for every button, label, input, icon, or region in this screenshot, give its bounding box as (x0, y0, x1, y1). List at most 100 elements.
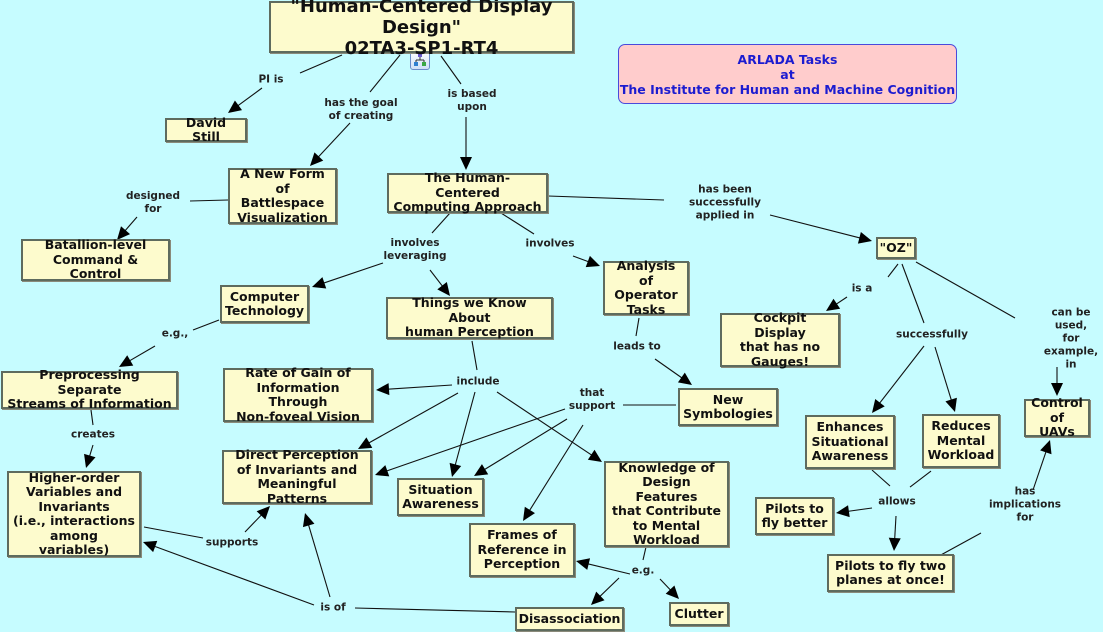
arrowhead-icon (826, 298, 841, 311)
linking-phrase-pi-is[interactable]: PI is (258, 73, 284, 86)
linking-phrase-involves-lev[interactable]: involves leveraging (383, 237, 447, 262)
concept-battlespace[interactable]: A New Form of Battlespace Visualization (228, 166, 337, 224)
connection-line (769, 214, 863, 240)
connection-line (189, 199, 229, 202)
connection-line (482, 418, 568, 472)
arrowhead-icon (474, 464, 489, 476)
arrowhead-icon (84, 453, 96, 468)
concept-oz[interactable]: "OZ" (876, 237, 916, 259)
concept-direct[interactable]: Direct Perception of Invariants and Mean… (222, 447, 372, 505)
linking-phrase-goal[interactable]: has the goal of creating (324, 97, 398, 122)
concept-higher[interactable]: Higher-order Variables and Invariants (i… (7, 470, 141, 557)
connection-line (915, 261, 1016, 319)
connection-line (454, 391, 476, 468)
linking-phrase-designed[interactable]: designed for (125, 190, 181, 215)
concept-computer[interactable]: Computer Technology (220, 285, 309, 323)
arrowhead-icon (587, 449, 602, 462)
linking-phrase-involves[interactable]: involves (525, 237, 575, 250)
banner-line-2: at (780, 66, 795, 82)
connection-line (597, 577, 620, 599)
concept-title[interactable]: "Human-Centered Display Design" 02TA3-SP… (269, 0, 574, 59)
linking-phrase-leads-to[interactable]: leads to (613, 340, 661, 353)
connection-line (642, 546, 647, 561)
arrowhead-icon (437, 282, 450, 296)
linking-phrase-allows[interactable]: allows (878, 495, 916, 508)
connection-line (871, 469, 891, 487)
banner-line-3: The Institute for Human and Machine Cogn… (619, 81, 956, 97)
arrowhead-icon (857, 231, 872, 244)
connection-line (834, 296, 848, 306)
concept-hcc[interactable]: The Human-Centered Computing Approach (387, 171, 548, 214)
connection-line (845, 507, 873, 513)
linking-phrase-that-support[interactable]: that support (568, 387, 616, 412)
connection-line (471, 340, 478, 371)
connection-line (877, 345, 925, 406)
arrowhead-icon (449, 462, 462, 477)
concept-map-resource-icon[interactable] (410, 50, 430, 70)
linking-phrase-successfully[interactable]: successfully (896, 328, 968, 341)
linking-phrase-include[interactable]: include (456, 375, 500, 388)
connection-line (635, 317, 640, 337)
concept-disassoc[interactable]: Disassociation (515, 607, 624, 631)
concept-knowledge[interactable]: Knowledge of Design Features that Contri… (604, 460, 729, 547)
arrowhead-icon (119, 355, 134, 367)
linking-phrase-applied[interactable]: has been successfully applied in (689, 183, 761, 222)
arrowhead-icon (310, 152, 324, 166)
connection-line (127, 345, 156, 363)
arrowhead-icon (872, 399, 885, 413)
connection-line (894, 515, 897, 542)
connection-line (938, 532, 982, 557)
concept-david[interactable]: David Still (165, 115, 247, 144)
linking-phrase-is-a[interactable]: is a (851, 282, 873, 295)
concept-cockpit[interactable]: Cockpit Display that has no Gauges! (720, 310, 840, 368)
concept-frames[interactable]: Frames of Reference in Perception (469, 523, 575, 577)
linking-phrase-eg1[interactable]: e.g., (161, 327, 189, 340)
connection-line (887, 263, 899, 278)
connection-line (901, 263, 925, 324)
arrowhead-icon (460, 157, 472, 170)
connection-line (585, 562, 631, 575)
connection-line (909, 470, 932, 488)
arrowhead-icon (677, 372, 692, 385)
linking-phrase-has-impl[interactable]: has implications for (988, 485, 1062, 524)
concept-situation[interactable]: Situation Awareness (397, 478, 484, 516)
linking-phrase-is-of[interactable]: is of (320, 601, 346, 614)
arrowhead-icon (312, 277, 327, 289)
linking-phrase-based[interactable]: is based upon (447, 88, 497, 113)
concept-rate[interactable]: Rate of Gain of Information Through Non-… (223, 365, 373, 423)
arrowhead-icon (1040, 440, 1052, 455)
connection-line (384, 408, 566, 473)
connection-line (440, 55, 462, 85)
connection-line (547, 195, 665, 201)
concept-control[interactable]: Control of UAVs (1024, 396, 1090, 439)
concept-batallion[interactable]: Batallion-level Command & Control (21, 238, 170, 281)
concept-things[interactable]: Things we Know About human Perception (386, 296, 553, 339)
arrowhead-icon (585, 255, 600, 268)
connection-line (307, 522, 331, 598)
linking-phrase-supports[interactable]: supports (205, 536, 259, 549)
linking-phrase-can-be-used[interactable]: can be used, for example, in (1043, 306, 1099, 371)
linking-phrase-creates[interactable]: creates (71, 428, 115, 441)
connection-line (244, 512, 264, 533)
arrowhead-icon (228, 100, 243, 113)
concept-reduces[interactable]: Reduces Mental Workload (922, 414, 1000, 468)
linking-phrase-eg2[interactable]: e.g. (631, 564, 655, 577)
connection-line (934, 346, 953, 403)
connection-line (369, 54, 401, 93)
concept-analysis[interactable]: Analysis of Operator Tasks (603, 258, 689, 316)
connection-line (192, 319, 220, 331)
connection-line (500, 212, 535, 235)
concept-enhances[interactable]: Enhances Situational Awareness (805, 415, 895, 469)
concept-newsym[interactable]: New Symbologies (678, 388, 778, 426)
concept-pilotstwo[interactable]: Pilots to fly two planes at once! (827, 554, 954, 592)
connection-line (385, 384, 453, 390)
connection-line (366, 392, 459, 445)
arrowhead-icon (376, 383, 390, 396)
concept-pilotsbetter[interactable]: Pilots to fly better (755, 497, 834, 535)
concept-clutter[interactable]: Clutter (669, 602, 729, 626)
connection-line (1032, 449, 1048, 491)
connection-line (235, 87, 263, 108)
arlada-banner: ARLADA Tasks at The Institute for Human … (618, 44, 957, 104)
concept-preproc[interactable]: Preprocessing Separate Streams of Inform… (1, 368, 178, 411)
